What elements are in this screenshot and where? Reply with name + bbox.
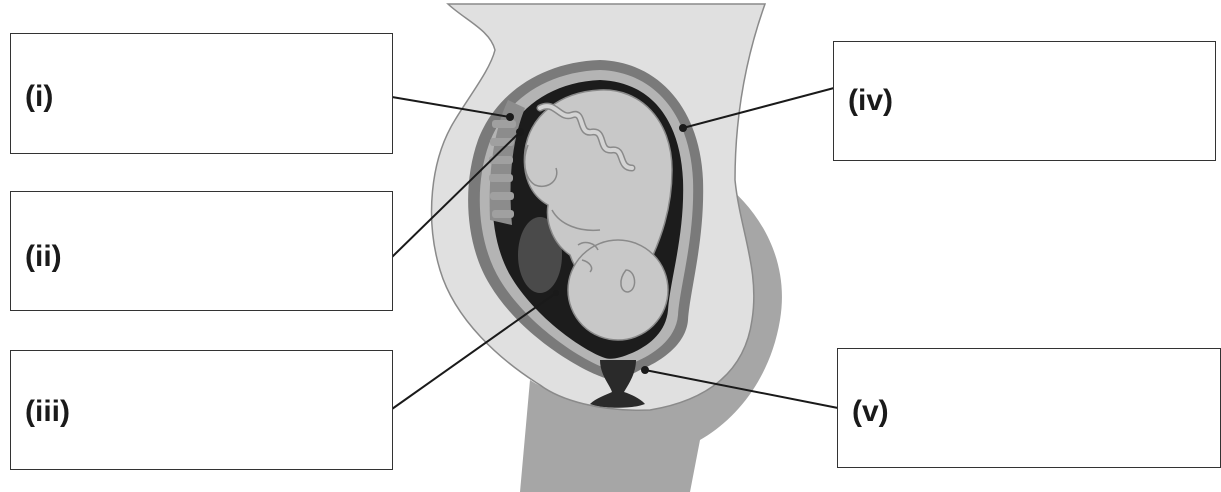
label-iv: (iv) [848,86,893,116]
label-box-iii[interactable]: (iii) [10,350,393,470]
fetus-head [568,240,668,340]
label-i: (i) [25,82,53,112]
label-v: (v) [852,397,889,427]
pointer-dot-iii [553,290,559,296]
pointer-dot-iv [679,124,687,132]
pointer-dot-v [641,366,649,374]
label-box-iv[interactable]: (iv) [833,41,1216,161]
pointer-dot-ii [516,128,524,136]
label-box-ii[interactable]: (ii) [10,191,393,311]
label-ii: (ii) [25,242,62,272]
label-box-i[interactable]: (i) [10,33,393,154]
label-box-v[interactable]: (v) [837,348,1221,468]
label-iii: (iii) [25,397,70,427]
pointer-dot-i [506,113,514,121]
